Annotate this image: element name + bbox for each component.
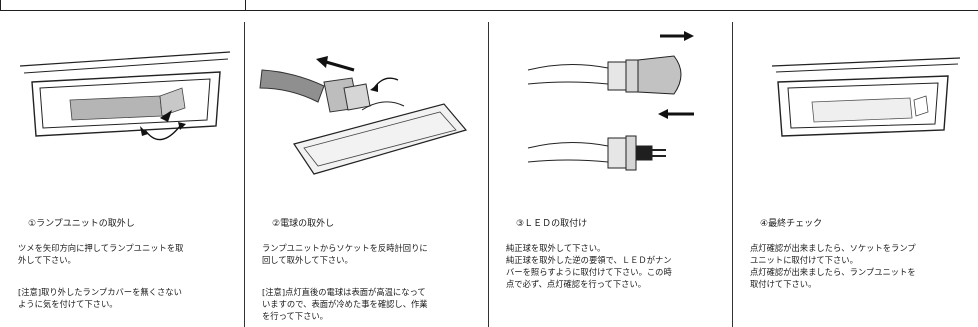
panel-2-caption: ②電球の取外し [272, 219, 335, 229]
panel-3-caption: ③ＬＥＤの取付け [516, 219, 588, 229]
panel-4-caption: ④最終チェック [760, 219, 823, 229]
panel-1-caption: ①ランプユニットの取外し [28, 219, 135, 229]
panel-2-note-line: いますので、表面が冷めた事を確認し、作業 [262, 299, 428, 309]
panel-3-body-line: 純正球を取外して下さい。 [506, 243, 606, 253]
panel-1-note: [注意]取り外したランプカバーを無くさない ように気を付けて下さい。 [18, 286, 232, 310]
panel-divider [488, 22, 489, 327]
instruction-panels: ①ランプユニットの取外し ツメを矢印方向に押してランプユニットを取 外して下さい… [4, 22, 974, 327]
panel-2-note-line: [注意]点灯直後の電球は表面が高温になって [262, 287, 426, 297]
panel-2-body: ランプユニットからソケットを反時計回りに 回して取外して下さい。 [262, 242, 476, 266]
panel-1-body-line: ツメを矢印方向に押してランプユニットを取 [18, 243, 184, 253]
panel-1-body: ツメを矢印方向に押してランプユニットを取 外して下さい。 [18, 242, 232, 266]
panel-2-note-line: を行って下さい。 [262, 311, 328, 321]
panel-1-note-line: [注意]取り外したランプカバーを無くさない [18, 287, 182, 297]
header-line [244, 10, 978, 11]
panel-2-body-line: 回して取外して下さい。 [262, 255, 353, 265]
panel-divider [732, 22, 733, 327]
panel-4-body: 点灯確認が出来ましたら、ソケットをランプ ユニットに取付けて下さい。 点灯確認が… [750, 242, 964, 290]
panel-step-1: ①ランプユニットの取外し ツメを矢印方向に押してランプユニットを取 外して下さい… [4, 22, 245, 327]
panel-step-3: ③ＬＥＤの取付け 純正球を取外して下さい。 純正球を取外した逆の要領で、ＬＥＤが… [492, 22, 733, 327]
lamp-unit-removal-illustration [19, 51, 231, 141]
panel-step-4: ④最終チェック 点灯確認が出来ましたら、ソケットをランプ ユニットに取付けて下さ… [736, 22, 975, 327]
panel-3-body-line: 純正球を取外した逆の要領で、ＬＥＤがナン [506, 255, 672, 265]
panel-step-2: ②電球の取外し ランプユニットからソケットを反時計回りに 回して取外して下さい。… [248, 22, 489, 327]
panel-4-body-line: 点灯確認が出来ましたら、ランプユニットを [750, 267, 916, 277]
header-tab [0, 0, 246, 11]
led-install-illustration [527, 31, 694, 171]
header-strip [0, 0, 978, 22]
panel-divider [244, 22, 245, 327]
final-check-illustration [771, 57, 961, 137]
panel-4-body-line: 取付けて下さい。 [750, 279, 817, 289]
panel-1-body-line: 外して下さい。 [18, 255, 76, 265]
panel-3-body-line: 点で必ず、点灯確認を行って下さい。 [506, 279, 647, 289]
panel-2-note: [注意]点灯直後の電球は表面が高温になって いますので、表面が冷めた事を確認し、… [262, 286, 476, 322]
panel-1-note-line: ように気を付けて下さい。 [18, 299, 118, 309]
bulb-removal-illustration [259, 56, 468, 175]
panel-3-body-line: バーを照らすように取付けて下さい。この時 [506, 267, 672, 277]
panel-3-body: 純正球を取外して下さい。 純正球を取外した逆の要領で、ＬＥＤがナン バーを照らす… [506, 242, 720, 290]
panel-4-body-line: 点灯確認が出来ましたら、ソケットをランプ [750, 243, 916, 253]
panel-4-body-line: ユニットに取付けて下さい。 [750, 255, 858, 265]
panel-2-body-line: ランプユニットからソケットを反時計回りに [262, 243, 428, 253]
